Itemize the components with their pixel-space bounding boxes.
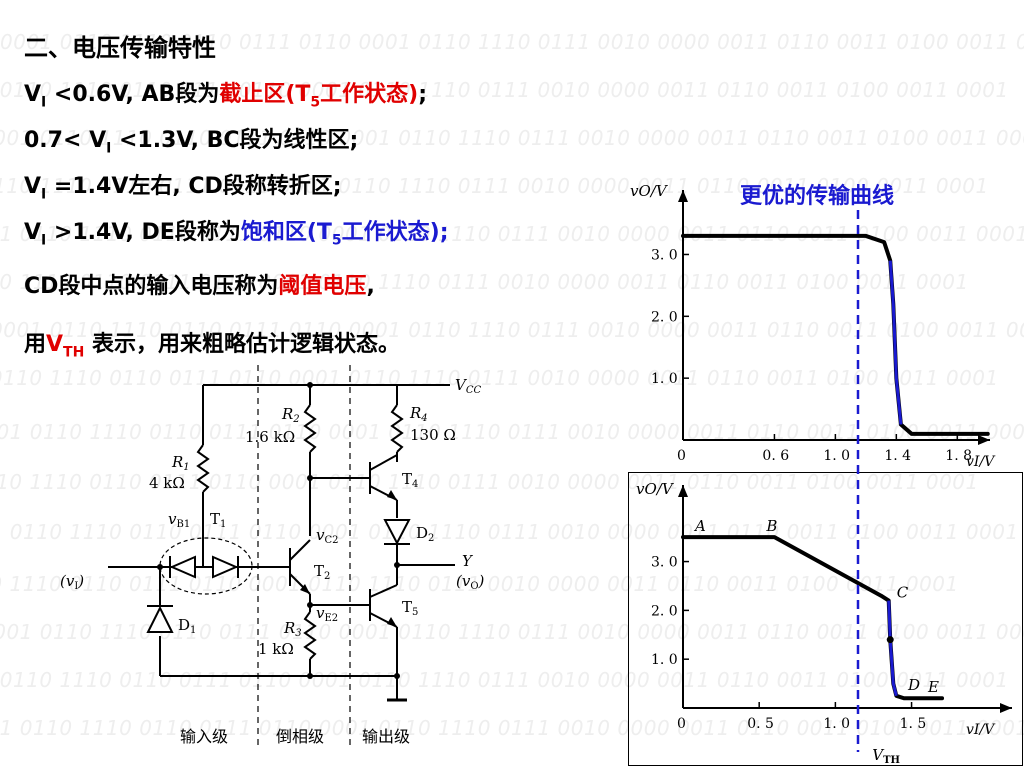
chart2-point-B: B	[765, 517, 777, 535]
chart1-ylabel: vO/V	[630, 182, 669, 200]
vo-output-label: (vO)	[456, 572, 485, 592]
vcc-label: VCC	[455, 376, 481, 396]
t4-emitter-arrow	[387, 490, 397, 500]
binary-pattern-row: 0001 0110 1110 0110 0111 0110 0001 0110 …	[0, 174, 989, 198]
binary-pattern-row: 0001 0110 1110 0110 0111 0110 0001 0110 …	[0, 30, 1024, 54]
chart2-point-D: D	[907, 676, 920, 694]
better-curve-title: 更优的传输曲线	[740, 184, 895, 209]
text-line-cutoff: VI <0.6V, AB段为截止区(T5工作状态);	[24, 82, 428, 111]
r3-resistor	[303, 611, 317, 660]
r1-resistor	[196, 444, 210, 493]
chart1-transition-highlight	[888, 260, 903, 425]
chart2-transition-highlight	[887, 600, 898, 697]
chart2-point-A: A	[693, 517, 706, 535]
t1-label: T1	[210, 510, 226, 530]
binary-pattern-row: 0001 0110 1110 0110 0111 0110 0001 0110 …	[0, 318, 1024, 342]
t2-emitter-arrow	[300, 584, 310, 594]
threshold-voltage-highlight: 阈值电压	[278, 274, 367, 299]
chart2-ylabel: vO/V	[636, 480, 675, 498]
chart2-frame	[628, 472, 1023, 766]
t2-label: T2	[314, 562, 330, 582]
binary-pattern-row: 0001 0110 1110 0110 0111 0110 0001 0110 …	[0, 366, 999, 390]
chart1-xtick-label: 1. 4	[884, 448, 911, 464]
vi-input-label: (vI)	[60, 572, 84, 592]
chart1-y-arrow	[678, 190, 688, 202]
chart1-xtick-label: 1. 8	[945, 448, 972, 464]
binary-pattern-row: 0001 0110 1110 0110 0111 0110 0001 0110 …	[0, 126, 1024, 150]
chart1-ytick-label: 3. 0	[651, 247, 678, 263]
stage-input-label: 输入级	[180, 727, 228, 746]
t1-diodes	[169, 555, 239, 579]
chart2-series-line	[681, 535, 945, 701]
chart2-xtick-label: 0	[677, 716, 686, 732]
d1-label: D1	[178, 616, 196, 636]
r2-label: R2	[281, 405, 300, 425]
binary-pattern-row: 0001 0110 1110 0110 0111 0110 0001 0110 …	[0, 78, 1009, 102]
binary-pattern-row: 0001 0110 1110 0110 0111 0110 0001 0110 …	[0, 520, 1019, 544]
section-heading: 二、电压传输特性	[24, 34, 216, 62]
r4-resistor	[390, 404, 404, 453]
r1-value: 4 kΩ	[149, 474, 185, 492]
chart1-xtick-label: 1. 0	[823, 448, 850, 464]
d2-diode	[383, 519, 411, 546]
text-line-saturation: VI >1.4V, DE段称为饱和区(T5工作状态);	[24, 220, 449, 249]
chart2-ytick-label: 2. 0	[651, 603, 678, 619]
chart2-point-E: E	[927, 678, 939, 696]
r4-value: 130 Ω	[410, 426, 456, 444]
chart2-midpoint-dot	[886, 636, 894, 644]
vth-highlight: VTH	[46, 332, 85, 361]
saturation-region-highlight: 饱和区(T5工作状态);	[240, 220, 449, 249]
r2-value: 1.6 kΩ	[245, 428, 295, 446]
cutoff-region-highlight: 截止区(T5工作状态)	[219, 82, 419, 111]
ve2-label: vE2	[316, 604, 338, 624]
r1-label: R1	[171, 453, 190, 473]
binary-pattern-row: 0001 0110 1110 0110 0111 0110 0001 0110 …	[0, 470, 979, 494]
chart1-xtick-label: 0	[677, 448, 686, 464]
chart1-ytick-label: 1. 0	[651, 371, 678, 387]
vb1-label: vB1	[168, 510, 190, 530]
chart2-xtick-label: 1. 5	[900, 716, 927, 732]
chart2-ytick-label: 1. 0	[651, 652, 678, 668]
binary-pattern-row: 0001 0110 1110 0110 0111 0110 0001 0110 …	[0, 716, 1024, 740]
t5-label: T5	[402, 598, 418, 618]
binary-pattern-row: 0001 0110 1110 0110 0111 0110 0001 0110 …	[0, 270, 969, 294]
r2-resistor	[303, 404, 317, 453]
chart2-x-arrow	[1000, 703, 1012, 713]
chart1-xtick-label: 0. 6	[762, 448, 789, 464]
chart2-ytick-label: 3. 0	[651, 555, 678, 571]
r3-value: 1 kΩ	[258, 640, 294, 658]
d1-diode	[146, 605, 174, 633]
text-line-transition: VI =1.4V左右, CD段称转折区;	[24, 174, 342, 203]
chart2-vth-label: VTH	[872, 746, 900, 766]
text-line-threshold: CD段中点的输入电压称为阈值电压,	[24, 274, 375, 299]
chart1-series-line	[681, 233, 990, 436]
d2-label: D2	[416, 524, 434, 544]
r4-label: R4	[409, 404, 428, 424]
binary-pattern-row: 0001 0110 1110 0110 0111 0110 0001 0110 …	[0, 668, 1009, 692]
chart2-xtick-label: 0. 5	[747, 716, 774, 732]
t5-emitter-arrow	[387, 617, 397, 627]
stage-output-label: 输出级	[362, 727, 410, 746]
y-output-label: Y	[462, 552, 474, 570]
chart1-xlabel: vI/V	[966, 454, 996, 470]
chart1-x-arrow	[978, 435, 990, 445]
t4-label: T4	[402, 470, 418, 490]
stage-inverter-label: 倒相级	[276, 727, 324, 746]
chart1-ytick-label: 2. 0	[651, 309, 678, 325]
text-line-linear: 0.7< VI <1.3V, BC段为线性区;	[24, 128, 359, 157]
r3-label: R3	[283, 619, 302, 639]
vc2-label: vC2	[316, 526, 339, 546]
t1-ellipse	[159, 537, 253, 595]
chart2-y-arrow	[678, 485, 688, 497]
text-line-vth: 用VTH 表示，用来粗略估计逻辑状态。	[24, 332, 400, 361]
chart2-xtick-label: 1. 0	[823, 716, 850, 732]
chart2-xlabel: vI/V	[966, 722, 996, 738]
chart2-point-C: C	[897, 584, 909, 602]
